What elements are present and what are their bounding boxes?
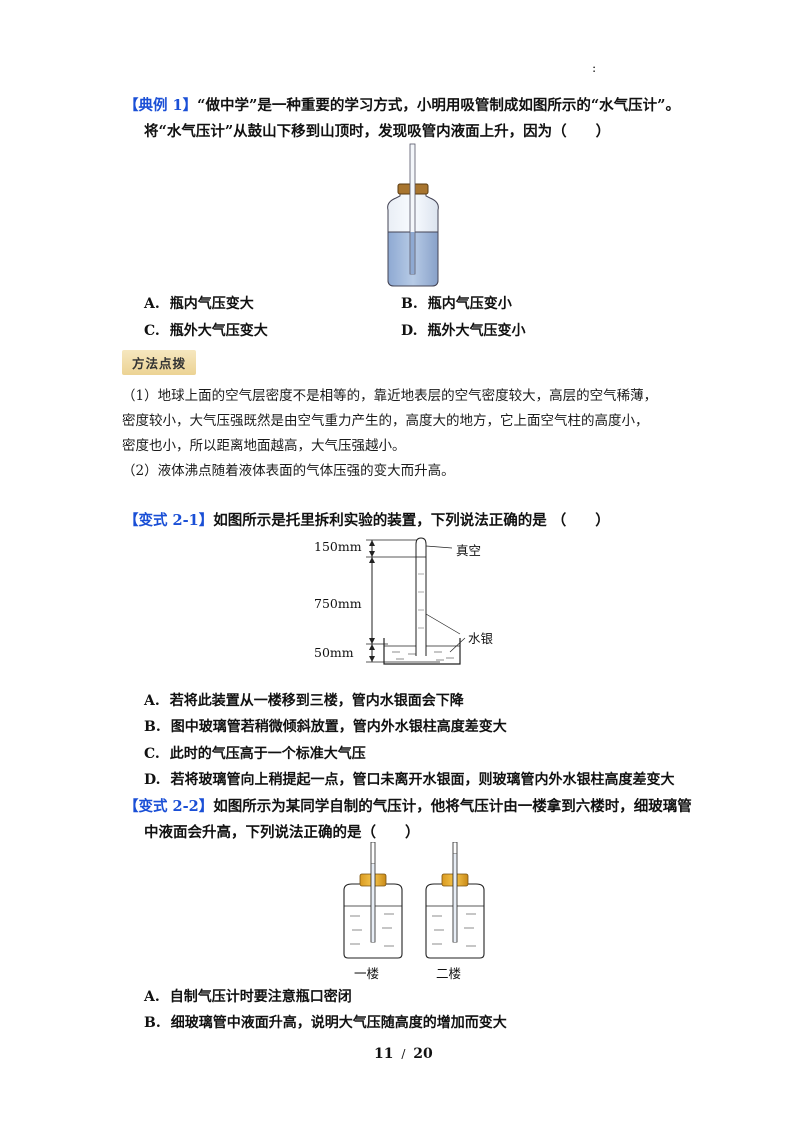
variant21-option-c[interactable]: C.此时的气压高于一个标准大气压 bbox=[144, 746, 366, 762]
variant21-tag: 【变式 2-1】 bbox=[124, 512, 214, 529]
vacuum-label: 真空 bbox=[456, 543, 482, 558]
example1-option-c[interactable]: C.瓶外大气压变大 bbox=[144, 323, 268, 339]
two-barometers-figure bbox=[343, 842, 485, 959]
floor-two-label: 二楼 bbox=[436, 966, 462, 981]
bottle-left bbox=[343, 842, 403, 959]
water-barometer-figure bbox=[387, 143, 439, 287]
tips-line-2: 密度较小，大气压强既然是由空气重力产生的，高度大的地方，它上面空气柱的高度小， bbox=[122, 413, 649, 429]
variant21-option-a[interactable]: A.若将此装置从一楼移到三楼，管内水银面会下降 bbox=[144, 693, 464, 709]
variant21-option-d[interactable]: D.若将玻璃管向上稍提起一点，管口未离开水银面，则玻璃管内外水银柱高度差变大 bbox=[144, 772, 675, 788]
method-tips-badge: 方法点拨 bbox=[122, 350, 197, 375]
variant22-option-b[interactable]: B.细玻璃管中液面升高，说明大气压随高度的增加而变大 bbox=[144, 1015, 507, 1031]
page-number: 11 / 20 bbox=[374, 1046, 433, 1062]
current-page: 11 bbox=[374, 1046, 394, 1062]
variant22-option-a[interactable]: A.自制气压计时要注意瓶口密闭 bbox=[144, 989, 352, 1005]
variant22-line1: 如图所示为某同学自制的气压计，他将气压计由一楼拿到六楼时，细玻璃管 bbox=[213, 798, 692, 815]
variant22-line2: 中液面会升高，下列说法正确的是（ ） bbox=[144, 824, 420, 841]
variant22-question: 【变式 2-2】如图所示为某同学自制的气压计，他将气压计由一楼拿到六楼时，细玻璃… bbox=[124, 793, 692, 820]
example1-option-b[interactable]: B.瓶内气压变小 bbox=[401, 296, 512, 312]
variant21-question: 【变式 2-1】如图所示是托里拆利实验的装置，下列说法正确的是 （ ） bbox=[124, 507, 610, 534]
example1-question: 【典例 1】“做中学”是一种重要的学习方式，小明用吸管制成如图所示的“水气压计”… bbox=[124, 92, 774, 119]
example1-line2: 将“水气压计”从鼓山下移到山顶时，发现吸管内液面上升，因为（ ） bbox=[144, 123, 611, 140]
example1-tag: 【典例 1】 bbox=[124, 97, 198, 114]
variant21-option-b[interactable]: B.图中玻璃管若稍微倾斜放置，管内外水银柱高度差变大 bbox=[144, 719, 507, 735]
variant21-line1: 如图所示是托里拆利实验的装置，下列说法正确的是 （ ） bbox=[213, 512, 610, 529]
bottle-right bbox=[425, 842, 485, 959]
variant22-tag: 【变式 2-2】 bbox=[124, 798, 214, 815]
floor-one-label: 一楼 bbox=[354, 966, 380, 981]
mercury-label: 水银 bbox=[468, 631, 494, 646]
tips-line-4: （2）液体沸点随着液体表面的气体压强的变大而升高。 bbox=[122, 463, 455, 479]
example1-option-d[interactable]: D.瓶外大气压变小 bbox=[401, 323, 526, 339]
example1-line1: “做中学”是一种重要的学习方式，小明用吸管制成如图所示的“水气压计”。 bbox=[197, 97, 680, 114]
total-pages: 20 bbox=[413, 1046, 433, 1062]
page-separator: / bbox=[401, 1047, 406, 1061]
tips-line-1: （1）地球上面的空气层密度不是相等的，靠近地表层的空气密度较大，高层的空气稀薄， bbox=[122, 388, 658, 404]
height-label-150: 150mm bbox=[314, 539, 362, 554]
height-label-50: 50mm bbox=[314, 645, 354, 660]
height-label-750: 750mm bbox=[314, 596, 362, 611]
example1-option-a[interactable]: A.瓶内气压变大 bbox=[144, 296, 254, 312]
tips-line-3: 密度也小，所以距离地面越高，大气压强越小。 bbox=[122, 438, 406, 454]
corner-mark: : bbox=[592, 60, 597, 75]
torricelli-figure: 150mm 750mm 50mm 真空 水银 bbox=[300, 534, 530, 674]
